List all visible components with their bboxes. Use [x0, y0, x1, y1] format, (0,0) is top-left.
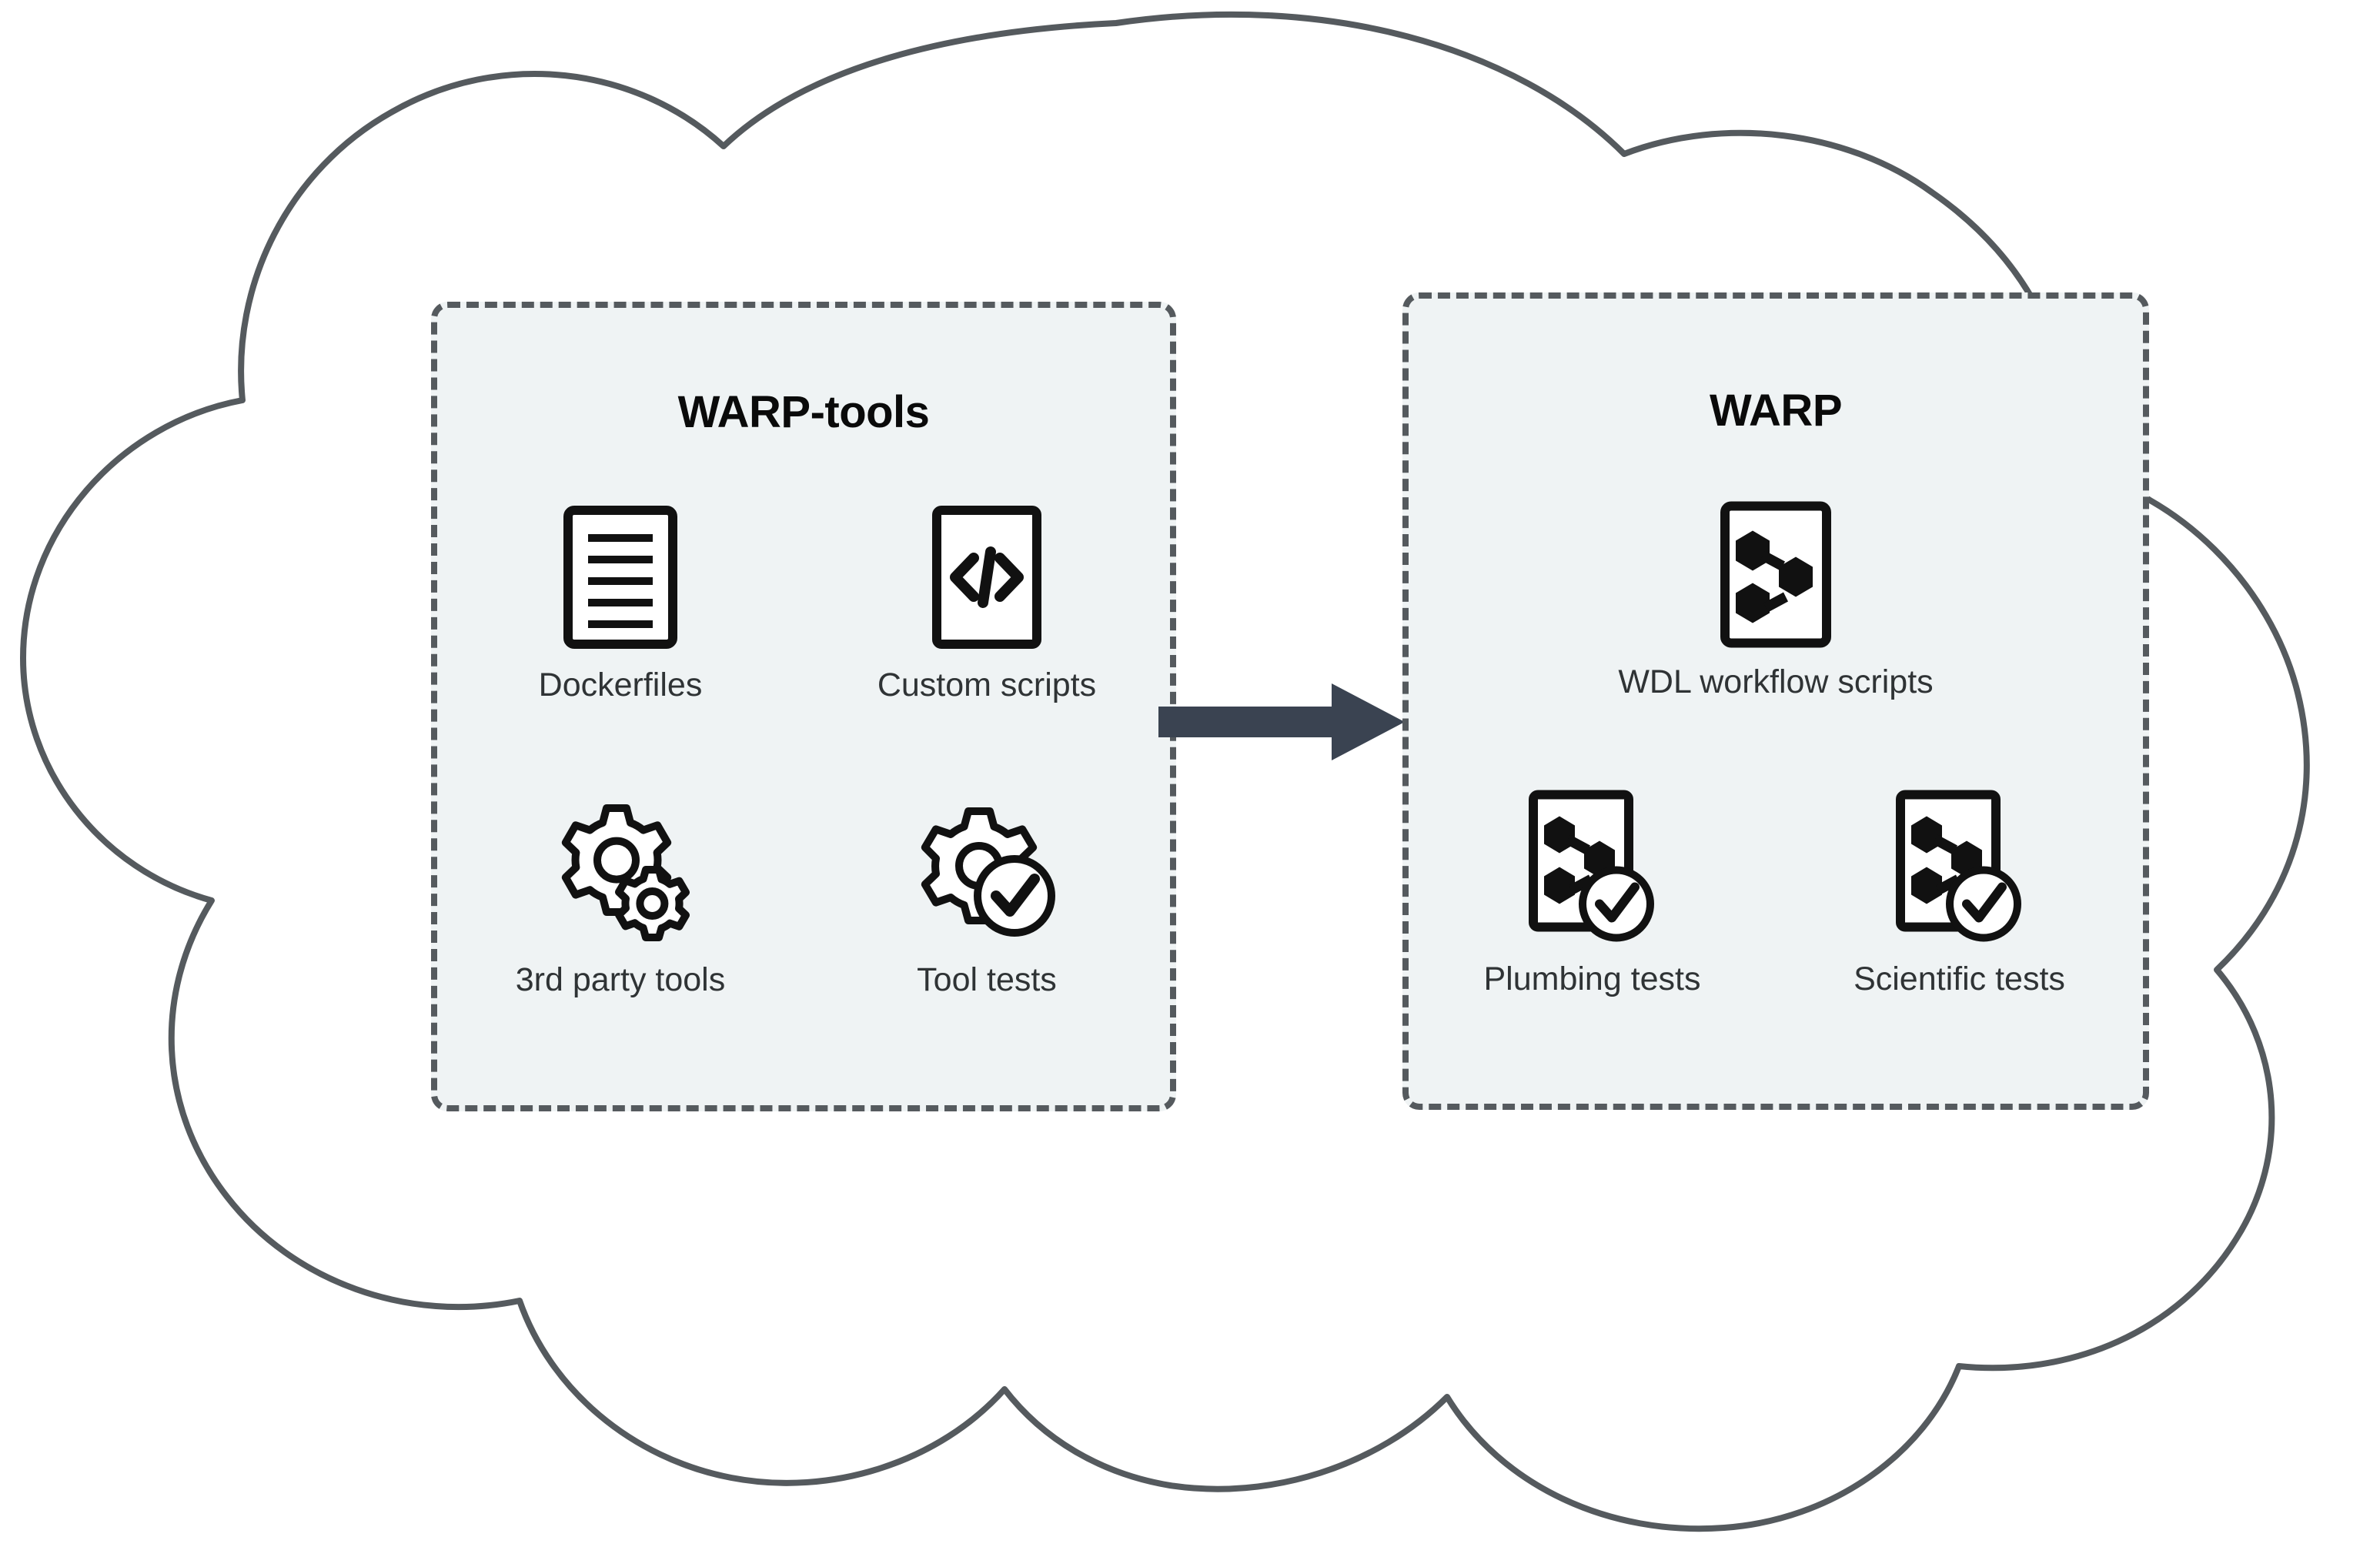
item-dockerfiles[interactable]: Dockerfiles: [437, 500, 804, 704]
item-label: WDL workflow scripts: [1618, 663, 1934, 700]
workflow-nodes-check-icon: [1894, 785, 2025, 948]
workflow-nodes-check-icon: [1527, 785, 1658, 948]
item-label: Dockerfiles: [538, 667, 703, 703]
item-wdl-workflow-scripts[interactable]: WDL workflow scripts: [1409, 497, 2143, 701]
gear-check-icon: [910, 795, 1064, 949]
group-title-warp: WARP: [1710, 386, 1843, 436]
item-plumbing-tests[interactable]: Plumbing tests: [1409, 785, 1776, 998]
workflow-nodes-document-icon: [1719, 497, 1833, 651]
item-label: Scientific tests: [1854, 961, 2065, 997]
code-brackets-document-icon: [931, 500, 1043, 654]
group-box-warp-tools[interactable]: WARP-tools Dockerfiles: [431, 302, 1176, 1111]
item-label: Plumbing tests: [1483, 961, 1701, 997]
document-lines-icon: [562, 500, 679, 654]
item-label: Custom scripts: [877, 667, 1097, 703]
item-label: Tool tests: [917, 961, 1057, 998]
connector-arrow-warp-tools-to-warp: [1158, 677, 1412, 770]
item-scientific-tests[interactable]: Scientific tests: [1776, 785, 2143, 998]
item-3rd-party-tools[interactable]: 3rd party tools: [437, 795, 804, 999]
warp-tools-item-grid: Dockerfiles Custom scripts: [437, 500, 1170, 999]
group-box-warp[interactable]: WARP WDL workflow scripts: [1402, 292, 2149, 1110]
item-tool-tests[interactable]: Tool tests: [804, 795, 1170, 999]
warp-bottom-item-grid: Plumbing tests: [1409, 785, 2143, 998]
item-custom-scripts[interactable]: Custom scripts: [804, 500, 1170, 704]
group-title-warp-tools: WARP-tools: [677, 387, 930, 437]
gears-icon: [543, 795, 697, 949]
item-label: 3rd party tools: [515, 961, 726, 998]
